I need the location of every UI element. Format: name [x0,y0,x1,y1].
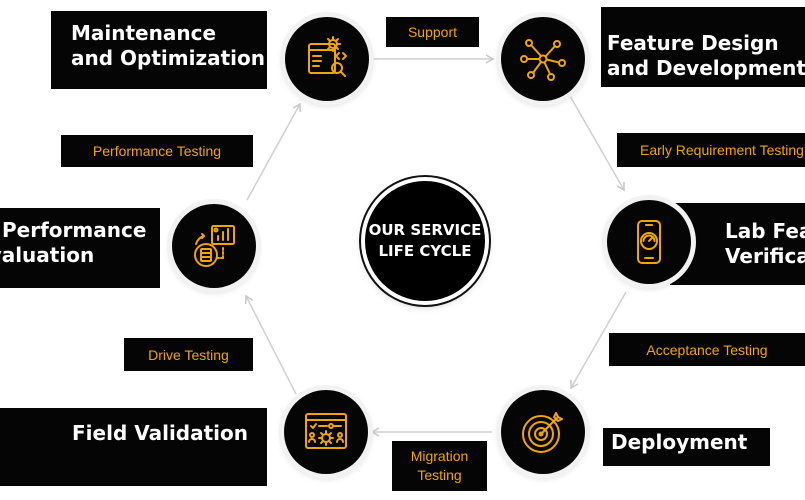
transition-label-support: Support [386,17,479,47]
transition-label-text: Early Requirement Testing [640,142,804,158]
stage-title-line: Field Validation [72,421,249,445]
stage-title-line: Performance [2,218,147,242]
stage-title-lab-verification: Lab Feature Verification [670,203,805,285]
stage-title-line: and Development [607,56,805,80]
stage-title-maintenance: Maintenance and Optimization [51,11,267,89]
stage-title-deployment: Deployment [603,428,770,466]
transition-label-acceptance-testing: Acceptance Testing [609,333,805,366]
transition-label-performance-testing: Performance Testing [61,135,253,167]
stage-title-field-validation: Field Validation [0,408,267,486]
transition-label-migration-testing: Migration Testing [392,441,487,491]
transition-label-drive-testing: Drive Testing [124,338,253,371]
phone-gauge-icon [637,220,661,264]
center-title-circle: OUR SERVICE LIFE CYCLE [365,181,485,301]
stage-node-feature-design [501,17,585,101]
stage-title-line: and Optimization [71,46,265,70]
stage-title-line: Evaluation [0,243,95,267]
stage-title-line: Verification [725,244,805,268]
target-arrow-icon [522,412,563,453]
center-title-line: OUR SERVICE [368,221,482,239]
transition-label-text: Migration [410,448,469,464]
team-gear-board-icon [305,413,347,449]
web-settings-search-icon [308,36,347,77]
network-nodes-icon [520,39,566,81]
connector-field-validation-to-performance-evaluation [244,294,297,395]
stage-title-feature-design: Feature Design and Development [601,7,805,87]
connector-feature-design-to-lab-verification [569,95,625,192]
stage-title-line: Deployment [611,430,748,454]
connector-lab-verification-to-deployment [570,291,627,390]
stage-node-performance-evaluation [172,204,256,288]
transition-label-text: Drive Testing [148,346,229,363]
stage-node-lab-verification [607,200,691,284]
transition-label-early-requirement-testing: Early Requirement Testing [617,133,805,167]
transition-label-text: Testing [417,467,462,483]
server-analytics-icon [194,225,235,267]
transition-label-text: Performance Testing [92,143,222,159]
stage-node-field-validation [284,390,368,474]
center-title-line: LIFE CYCLE [378,242,472,260]
stage-node-deployment [501,390,585,474]
stage-title-line: Feature Design [607,31,779,55]
stage-node-maintenance [285,17,369,101]
transition-label-text: Acceptance Testing [646,341,768,358]
stage-title-performance-evaluation: Performance Evaluation [0,208,160,288]
transition-label-text: Support [407,24,458,40]
stage-title-line: Lab Feature [725,219,805,243]
stage-title-line: Maintenance [71,21,217,45]
connector-performance-evaluation-to-maintenance [246,102,301,201]
